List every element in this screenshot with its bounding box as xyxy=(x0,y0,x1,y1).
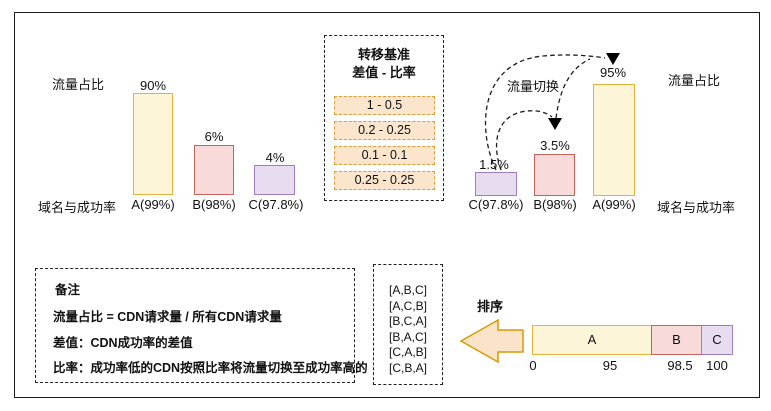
transfer-item-2: 0.2 - 0.25 xyxy=(334,121,435,140)
permutation-item: [C,B,A] xyxy=(389,360,428,375)
notes-line-3: 比率：成功率低的CDN按照比率将流量切换至成功率高的 xyxy=(53,361,368,375)
notes-line-1: 流量占比 = CDN请求量 / 所有CDN请求量 xyxy=(53,310,282,324)
left-bar-a xyxy=(133,93,173,195)
notes-box xyxy=(35,268,355,383)
right-bar-c xyxy=(475,172,517,196)
left-bar-b-value: 6% xyxy=(204,129,224,144)
left-bar-c-label: C(97.8%) xyxy=(248,197,304,212)
left-bar-b-label: B(98%) xyxy=(192,197,236,212)
transfer-box-title: 转移基准 xyxy=(357,47,410,62)
left-bar-c-value: 4% xyxy=(265,150,285,165)
permutation-item: [B,C,A] xyxy=(389,314,428,329)
transfer-box-subtitle: 差值 - 比率 xyxy=(352,65,416,80)
left-bar-c xyxy=(254,165,295,195)
notes-title: 备注 xyxy=(55,283,81,297)
right-bar-b xyxy=(534,154,575,196)
right-bar-a xyxy=(593,84,635,196)
right-bar-a-value: 95% xyxy=(599,65,627,80)
traffic-switch-label: 流量切换 xyxy=(507,79,560,94)
notes-line-2: 差值：CDN成功率的差值 xyxy=(53,336,193,350)
stacked-bar-tick-0: 0 xyxy=(529,358,537,373)
right-bar-a-label: A(99%) xyxy=(592,197,636,212)
stacked-bar-segment-b: B xyxy=(651,325,702,355)
left-bar-a-value: 90% xyxy=(139,78,167,93)
stacked-bar-segment-c: C xyxy=(701,325,733,355)
permutation-item: [A,C,B] xyxy=(389,298,428,313)
transfer-criteria-box xyxy=(324,35,444,201)
permutations-box xyxy=(373,264,443,385)
transfer-item-4: 0.25 - 0.25 xyxy=(334,171,435,190)
stacked-bar-tick-100: 100 xyxy=(706,358,728,373)
transfer-item-1: 1 - 0.5 xyxy=(334,96,435,115)
permutations-list: [A,B,C] [A,C,B] [B,C,A] [B,A,C] [C,A,B] … xyxy=(389,283,427,377)
diagram-border xyxy=(14,12,760,398)
permutation-item: [B,A,C] xyxy=(389,329,428,344)
sort-label: 排序 xyxy=(477,299,504,314)
stacked-bar-tick-95: 95 xyxy=(602,358,618,373)
right-bar-b-label: B(98%) xyxy=(533,197,577,212)
permutation-item: [A,B,C] xyxy=(389,283,428,297)
right-bar-c-label: C(97.8%) xyxy=(468,197,524,212)
right-bar-c-value: 1.5% xyxy=(479,157,509,172)
right-bar-b-value: 3.5% xyxy=(540,138,570,153)
right-chart-y-axis-label: 流量占比 xyxy=(668,73,721,88)
left-bar-a-label: A(99%) xyxy=(131,197,175,212)
right-chart-x-axis-label: 域名与成功率 xyxy=(657,200,736,215)
left-chart-x-axis-label: 域名与成功率 xyxy=(38,200,117,215)
stacked-bar-segment-a: A xyxy=(532,325,652,355)
left-chart-y-axis-label: 流量占比 xyxy=(52,77,105,92)
stacked-bar-tick-98.5: 98.5 xyxy=(667,358,693,373)
transfer-item-3: 0.1 - 0.1 xyxy=(334,146,435,165)
left-bar-b xyxy=(194,145,234,195)
permutation-item: [C,A,B] xyxy=(389,345,428,360)
